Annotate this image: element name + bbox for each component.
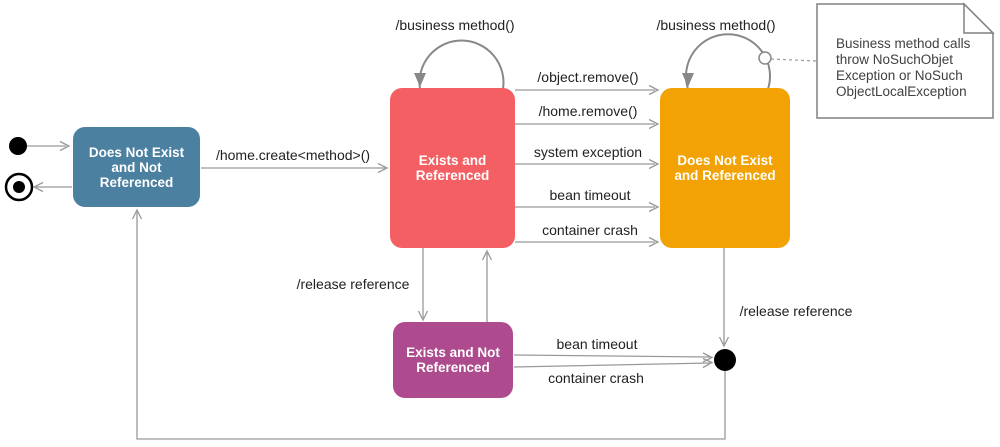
state-label-line: Referenced	[415, 168, 490, 183]
note-fold-corner	[963, 2, 995, 34]
note-text-line: throw NoSuchObjet	[836, 52, 954, 67]
note-anchor-circle	[758, 51, 772, 65]
state-exists-and-not-referenced: Exists and Not Referenced	[393, 322, 513, 398]
connector-return-path	[136, 212, 726, 440]
state-exists-and-referenced: Exists and Referenced	[390, 88, 515, 248]
note-text-line: Exception or NoSuch	[836, 68, 963, 83]
transition-label-object-remove: /object.remove()	[537, 69, 639, 85]
note-shape	[816, 3, 994, 119]
state-does-not-exist-and-referenced: Does Not Exist and Referenced	[660, 88, 790, 248]
arrowhead	[702, 357, 714, 369]
arrowhead	[648, 84, 660, 96]
state-label-line: Does Not Exist	[88, 144, 185, 160]
arrowhead	[131, 208, 143, 220]
arrowhead	[718, 336, 730, 348]
transition-label-release-reference-left: /release reference	[296, 276, 410, 292]
connector-bean-timeout-2	[513, 354, 711, 358]
state-label-line: and Referenced	[674, 168, 776, 183]
transition-label-home-create: /home.create<method>()	[215, 147, 371, 163]
transition-label-system-exception: system exception	[533, 144, 643, 160]
arrowhead	[648, 118, 660, 130]
note-text: Business method calls throw NoSuchObjet …	[836, 36, 986, 100]
initial-state-dot	[9, 137, 27, 155]
arrowhead	[648, 201, 660, 213]
arrowhead	[59, 140, 71, 152]
state-label-line: Does Not Exist	[677, 153, 773, 168]
transition-label-bean-timeout-2: bean timeout	[556, 336, 638, 352]
transition-label-business-method-right: /business method()	[656, 17, 776, 33]
arrowhead	[481, 249, 493, 261]
self-loop-dne-referenced	[685, 33, 771, 90]
transition-label-bean-timeout: bean timeout	[549, 187, 631, 203]
transition-label-release-reference-right: /release reference	[739, 303, 853, 319]
transition-label-home-remove: /home.remove()	[538, 103, 638, 119]
arrowhead	[648, 158, 660, 170]
state-label-line: Exists and	[418, 153, 487, 168]
arrowhead	[417, 310, 429, 322]
transition-label-container-crash-2: container crash	[548, 370, 644, 386]
self-loop-exists-referenced	[418, 39, 505, 90]
arrowhead	[648, 236, 660, 248]
state-label-line: Exists and Not	[406, 345, 500, 360]
state-label-line: Referenced	[416, 360, 490, 375]
arrowhead	[377, 162, 389, 174]
arrowhead-self-loop-left	[414, 73, 426, 87]
note-dashed-link	[770, 58, 817, 62]
arrowhead-self-loop-right	[682, 73, 694, 87]
note-text-line: Business method calls	[836, 36, 971, 51]
transition-label-business-method-left: /business method()	[395, 17, 515, 33]
connector-container-crash-2	[513, 362, 711, 368]
transition-label-container-crash: container crash	[542, 222, 638, 238]
arrowhead	[32, 181, 44, 193]
end-junction-dot	[714, 349, 736, 371]
state-label-line: and Not	[111, 159, 162, 175]
final-state-inner-dot	[13, 181, 25, 193]
state-does-not-exist-and-not-referenced: Does Not Exist and Not Referenced	[73, 127, 200, 207]
note-text-line: ObjectLocalException	[836, 84, 967, 99]
state-label-line: Referenced	[99, 174, 174, 190]
